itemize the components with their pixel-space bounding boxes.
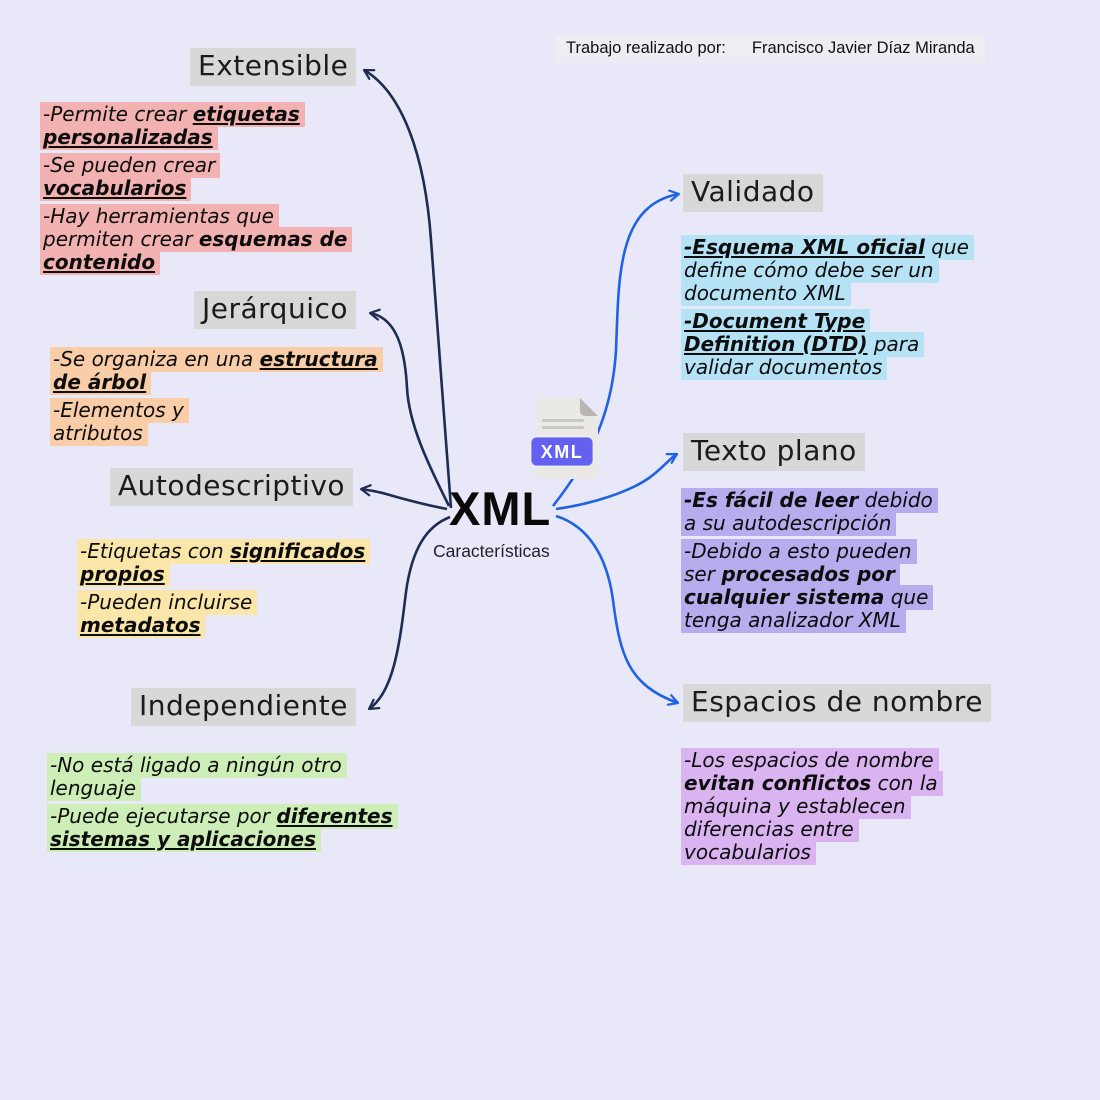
connector-autodescriptivo — [359, 484, 448, 511]
central-subtitle: Características — [433, 541, 550, 561]
credit-label: Trabajo realizado por: — [566, 39, 726, 57]
credit-bar: Trabajo realizado por: Francisco Javier … — [556, 35, 985, 63]
file-text-line — [542, 419, 584, 422]
branch-heading-autodescriptivo: Autodescriptivo — [110, 468, 354, 506]
branch-heading-extensible: Extensible — [190, 48, 357, 86]
file-fold — [580, 398, 598, 416]
file-text-line — [542, 426, 584, 429]
credit-author: Francisco Javier Díaz Miranda — [751, 39, 975, 57]
xml-file-icon: XML — [525, 392, 605, 487]
xml-badge — [530, 436, 594, 467]
central-topic: XML — [449, 482, 552, 535]
connector-espacios — [555, 514, 680, 706]
xml-badge-text: XML — [541, 442, 584, 462]
branch-heading-espacios: Espacios de nombre — [683, 684, 991, 722]
branch-heading-independiente: Independiente — [131, 688, 356, 726]
branch-heading-texto-plano: Texto plano — [683, 433, 865, 471]
branch-heading-jerarquico: Jerárquico — [194, 291, 356, 329]
branch-heading-validado: Validado — [683, 174, 823, 212]
